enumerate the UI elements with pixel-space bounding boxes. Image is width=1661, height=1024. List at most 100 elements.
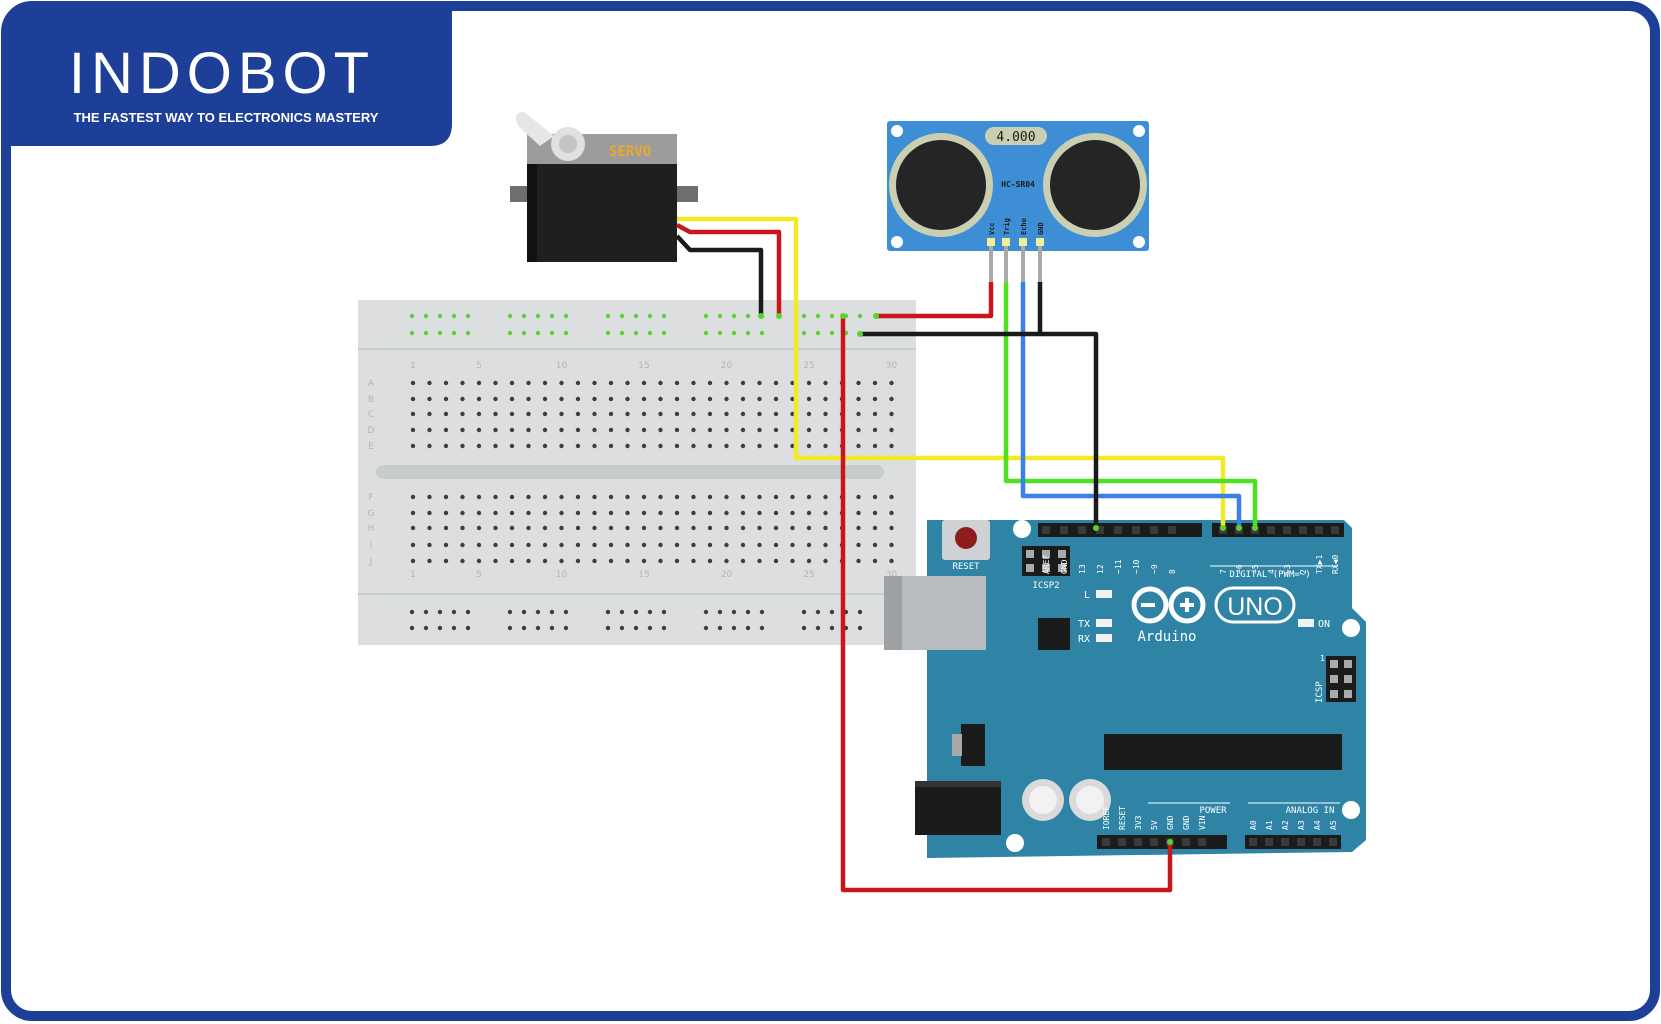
- terminal-hole: [707, 510, 713, 516]
- terminal-hole: [526, 510, 531, 516]
- column-number: 1: [410, 361, 416, 371]
- terminal-hole: [641, 558, 647, 564]
- terminal-hole: [509, 494, 515, 500]
- terminal-hole: [773, 411, 779, 417]
- wire-sensor-trig: [1003, 282, 1258, 528]
- rail-hole: [759, 625, 765, 631]
- column-number: 5: [476, 361, 482, 371]
- rail-hole: [437, 330, 443, 336]
- terminal-hole: [823, 427, 828, 433]
- terminal-hole: [542, 411, 548, 417]
- terminal-hole: [410, 510, 416, 516]
- terminal-hole: [806, 396, 812, 402]
- terminal-hole: [542, 542, 548, 548]
- terminal-hole: [625, 396, 630, 402]
- rail-hole: [731, 625, 737, 631]
- digital-pin-label: ~3: [1283, 564, 1292, 574]
- rail-hole: [619, 330, 625, 336]
- terminal-hole: [575, 510, 581, 516]
- header-socket: [1102, 838, 1110, 846]
- header-socket: [1297, 838, 1305, 846]
- rail-hole: [731, 313, 737, 319]
- rail-hole: [661, 609, 667, 615]
- terminal-hole: [509, 380, 515, 386]
- rail-hole: [717, 313, 723, 319]
- rail-hole: [731, 330, 737, 336]
- rail-hole: [801, 609, 807, 615]
- terminal-hole: [790, 443, 795, 449]
- header-socket: [1267, 526, 1275, 534]
- terminal-hole: [443, 494, 449, 500]
- terminal-hole: [889, 494, 894, 500]
- rail-hole: [409, 313, 415, 319]
- terminal-hole: [493, 542, 498, 548]
- terminal-hole: [658, 411, 663, 417]
- terminal-hole: [641, 525, 647, 531]
- wire-end-dot: [758, 313, 764, 319]
- brand-tab: INDOBOT THE FASTEST WAY TO ELECTRONICS M…: [6, 6, 452, 146]
- digital-pin-label: ~6: [1235, 564, 1244, 574]
- rail-hole: [465, 625, 471, 631]
- terminal-hole: [476, 525, 482, 531]
- terminal-hole: [823, 542, 828, 548]
- row-letter: H: [368, 524, 375, 534]
- rail-hole: [829, 330, 835, 336]
- terminal-hole: [493, 558, 498, 564]
- terminal-hole: [872, 542, 878, 548]
- rail-hole: [465, 313, 471, 319]
- rail-hole: [437, 609, 443, 615]
- terminal-hole: [740, 558, 746, 564]
- terminal-hole: [427, 411, 432, 417]
- terminal-hole: [790, 510, 795, 516]
- wire-end-dot: [1220, 525, 1226, 531]
- sensor-pin-leg: [989, 246, 993, 282]
- rail-hole: [465, 609, 471, 615]
- rail-hole: [549, 313, 555, 319]
- terminal-hole: [460, 510, 465, 516]
- rail-hole: [647, 625, 653, 631]
- rail-hole: [633, 313, 639, 319]
- row-letter: I: [370, 541, 373, 551]
- terminal-hole: [575, 542, 581, 548]
- header-socket: [1042, 526, 1050, 534]
- digital-pin-label: RX◀0: [1331, 555, 1340, 574]
- rail-hole: [857, 609, 863, 615]
- terminal-hole: [559, 510, 564, 516]
- arduino-brand-text: Arduino: [1137, 629, 1196, 645]
- rail-hole: [703, 313, 709, 319]
- sensor-model: HC-SR04: [1001, 180, 1035, 189]
- terminal-hole: [493, 411, 498, 417]
- header-socket: [1265, 838, 1273, 846]
- header-socket: [1150, 526, 1158, 534]
- terminal-hole: [856, 542, 861, 548]
- breadboard-top-rail: [409, 313, 863, 336]
- rail-hole: [563, 609, 569, 615]
- digital-pin-label: AREF: [1042, 555, 1051, 574]
- terminal-hole: [641, 443, 647, 449]
- terminal-hole: [707, 542, 713, 548]
- terminal-hole: [592, 427, 597, 433]
- terminal-hole: [509, 542, 515, 548]
- terminal-hole: [592, 396, 597, 402]
- rail-hole: [829, 609, 835, 615]
- terminal-hole: [542, 558, 548, 564]
- terminal-hole: [608, 542, 614, 548]
- header-socket: [1060, 526, 1068, 534]
- terminal-hole: [724, 443, 729, 449]
- terminal-hole: [542, 510, 548, 516]
- terminal-hole: [526, 396, 531, 402]
- terminal-hole: [526, 411, 531, 417]
- terminal-hole: [658, 427, 663, 433]
- power-jack: [915, 781, 1001, 835]
- terminal-hole: [592, 411, 597, 417]
- sensor-pin-pad: [987, 238, 995, 246]
- terminal-hole: [427, 558, 432, 564]
- power-pin-label: VIN: [1198, 815, 1207, 830]
- terminal-hole: [592, 494, 597, 500]
- rail-hole: [409, 330, 415, 336]
- terminal-hole: [559, 411, 564, 417]
- terminal-hole: [427, 443, 432, 449]
- terminal-hole: [707, 494, 713, 500]
- header-socket: [1313, 838, 1321, 846]
